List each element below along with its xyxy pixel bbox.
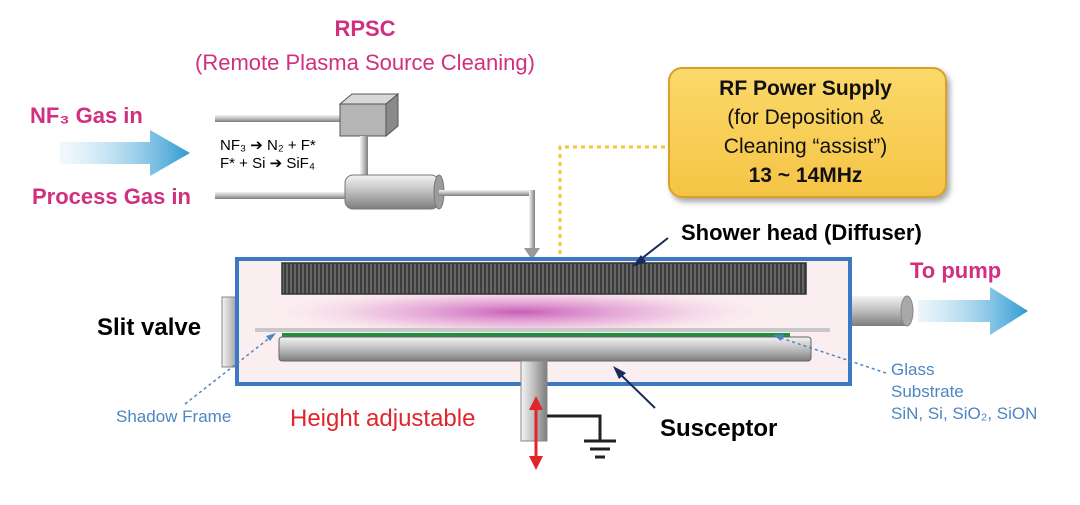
shadow-frame	[255, 328, 830, 332]
reaction-1: NF₃ ➔ N₂ + F*	[220, 137, 316, 154]
slit-valve-label: Slit valve	[97, 314, 202, 341]
shower-head-pointer-head	[632, 255, 646, 267]
plasma-glow	[260, 286, 780, 338]
nf3-gas-label: NF₃ Gas in	[30, 103, 143, 128]
rpsc-unit	[338, 92, 400, 138]
feed-line-vertical	[529, 190, 535, 250]
rpsc-title: RPSC	[334, 16, 396, 41]
substrate-materials-label: SiN, Si, SiO₂, SiON	[891, 404, 1038, 423]
ground-symbol	[547, 414, 616, 459]
substrate-pointer-head	[773, 334, 784, 341]
susceptor-pointer	[617, 371, 656, 409]
process-gas-line	[215, 192, 350, 199]
substrate-label: Substrate	[891, 382, 964, 401]
susceptor-plate	[278, 336, 812, 362]
glass-substrate-label-group: Glass Substrate SiN, Si, SiO₂, SiON	[891, 359, 1037, 425]
pump-outlet-pipe	[848, 296, 908, 326]
height-adjust-arrow	[529, 396, 543, 470]
feed-arrowhead	[524, 248, 540, 260]
process-gas-label: Process Gas in	[32, 184, 191, 209]
glass-label: Glass	[891, 360, 935, 379]
pump-outlet-end	[900, 295, 914, 327]
rf-line-3: Cleaning “assist”)	[723, 135, 888, 158]
rpsc-subtitle: (Remote Plasma Source Cleaning)	[195, 50, 535, 75]
shadow-frame-pointer-head	[266, 333, 276, 341]
height-adjustable-label: Height adjustable	[290, 405, 476, 432]
shadow-frame-pointer	[184, 335, 273, 405]
rpsc-down-pipe	[360, 136, 368, 176]
susceptor-label: Susceptor	[660, 415, 778, 442]
to-pump-label: To pump	[910, 258, 1002, 283]
nf3-inflow-arrow	[60, 130, 190, 176]
rf-title: RF Power Supply	[719, 77, 892, 100]
to-pump-arrow	[918, 287, 1028, 335]
shower-head	[281, 262, 807, 295]
susceptor-pointer-head	[613, 366, 626, 379]
shadow-frame-label: Shadow Frame	[116, 407, 232, 426]
reaction-2: F* + Si ➔ SiF₄	[220, 155, 315, 172]
shower-head-label: Shower head (Diffuser)	[681, 220, 922, 245]
mixing-cylinder	[344, 174, 445, 210]
substrate-pointer	[777, 336, 887, 374]
rf-frequency: 13 ~ 14MHz	[748, 164, 863, 187]
nf3-gas-line	[215, 115, 345, 122]
rf-connection-line	[558, 145, 668, 262]
rf-power-supply-box	[668, 67, 947, 198]
glass-substrate	[282, 333, 790, 337]
rf-line-2: (for Deposition &	[727, 106, 884, 129]
feed-line-horizontal	[439, 190, 535, 196]
